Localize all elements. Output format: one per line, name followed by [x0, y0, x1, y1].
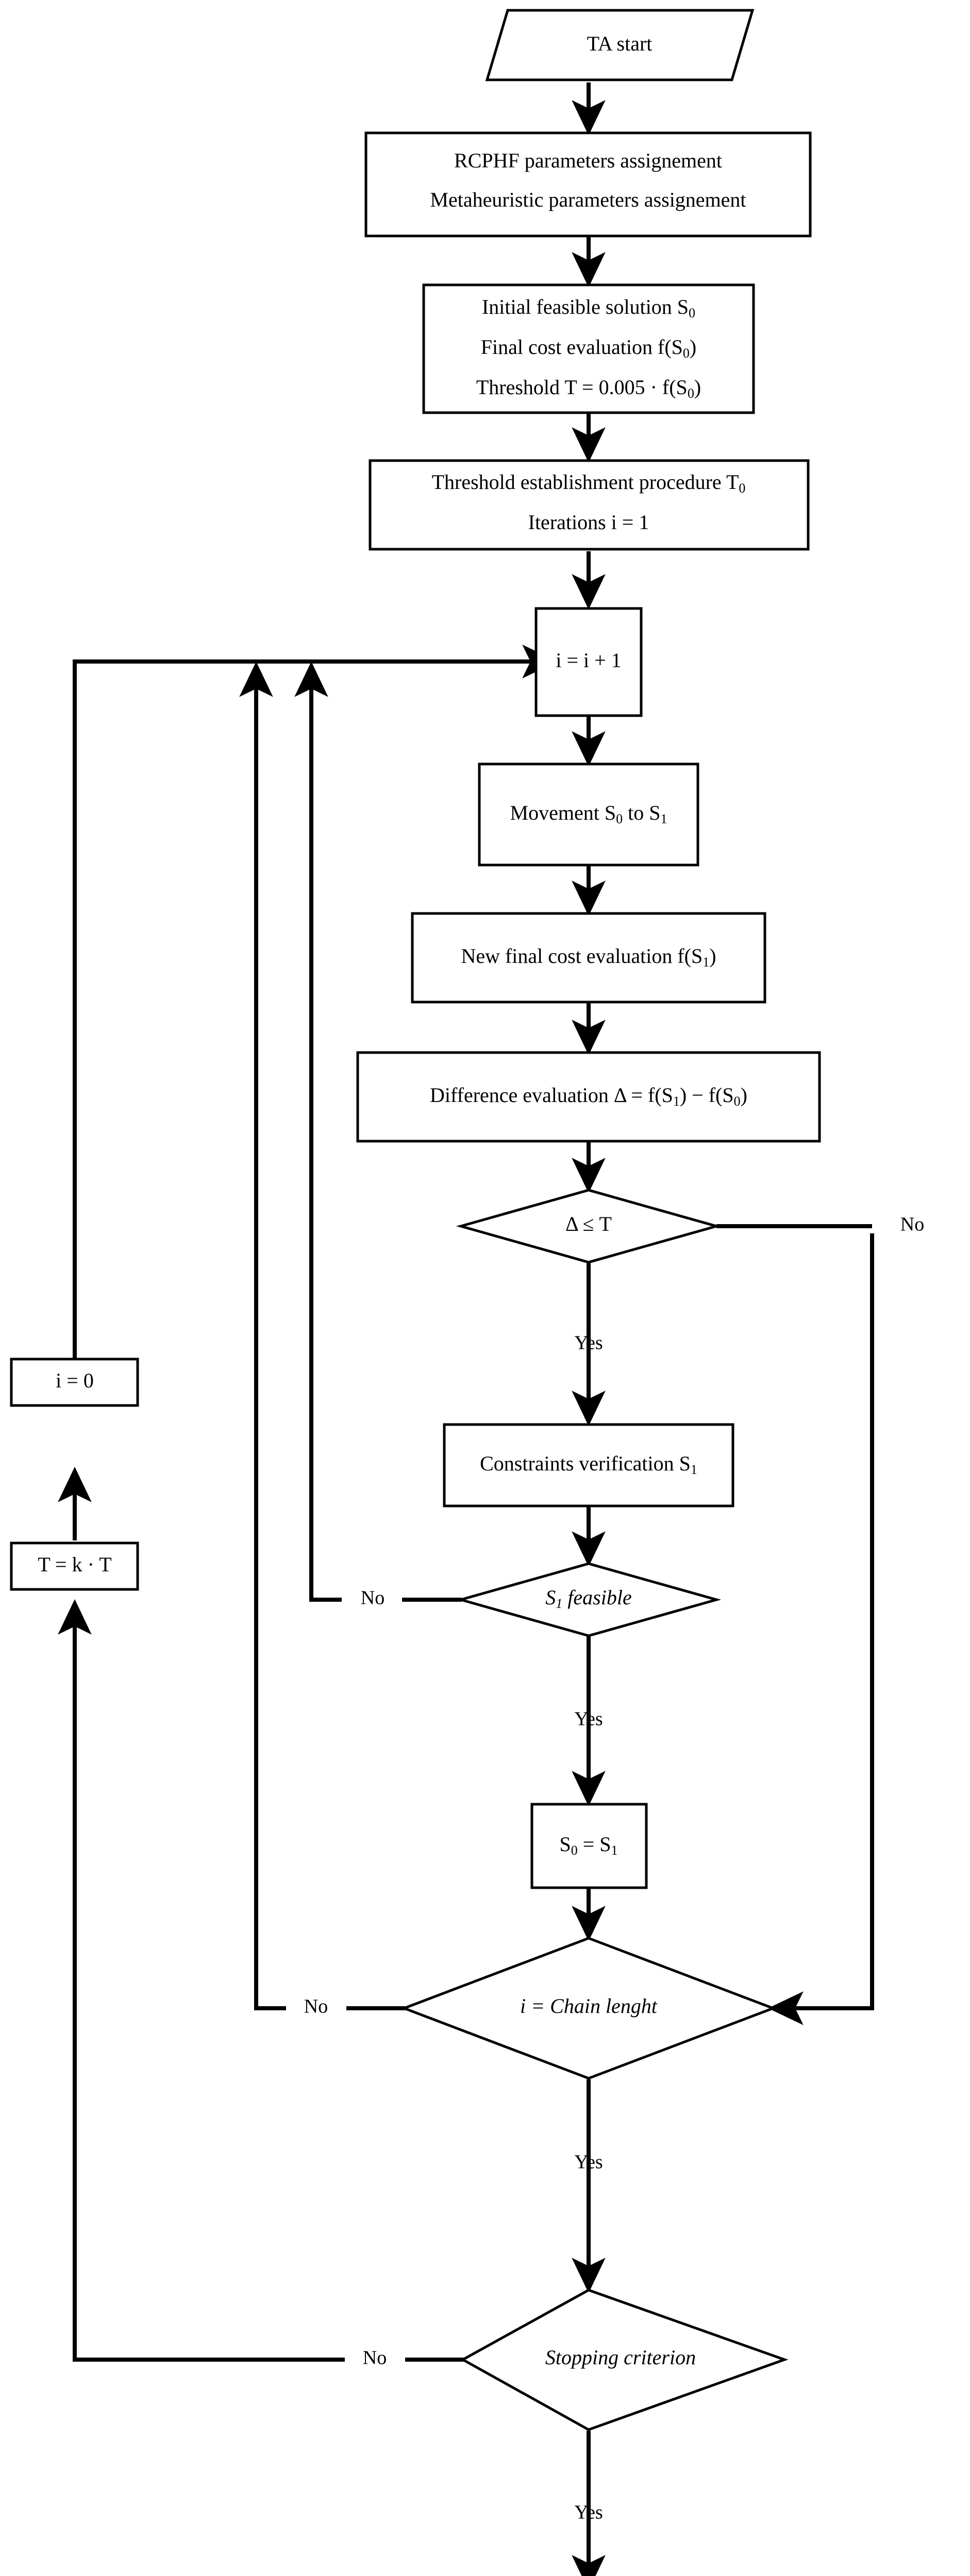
- label-delta-yes: Yes: [574, 1332, 603, 1354]
- node-delta-check[interactable]: Δ ≤ T: [456, 1189, 722, 1264]
- reduce-t-shape: [10, 1541, 139, 1591]
- reset-i-label: i = 0: [56, 1369, 94, 1392]
- constraints-shape: [443, 1423, 734, 1507]
- label-chain-no: No: [304, 1996, 328, 2018]
- label-delta-no: No: [900, 1214, 924, 1235]
- edge-reseti-to-increment: [73, 645, 558, 1404]
- node-increment[interactable]: i = i + 1: [534, 607, 643, 717]
- ta-start-shape: [485, 9, 755, 81]
- node-initial-solution[interactable]: Initial feasible solution S0 Final cost …: [422, 283, 755, 414]
- node-chain-check[interactable]: i = Chain lenght: [400, 1937, 777, 2080]
- node-reduce-t[interactable]: T = k · T: [10, 1541, 139, 1591]
- stopping-check-shape: [460, 2289, 789, 2431]
- feasible-check-label: S1 feasible: [545, 1586, 631, 1611]
- feasible-check-shape: [456, 1562, 722, 1637]
- reduce-t-label: T = k · T: [38, 1553, 111, 1576]
- threshold-line1: Threshold establishment procedure T0: [432, 470, 746, 496]
- node-parameters-assignment[interactable]: RCPHF parameters assignement Metaheurist…: [364, 131, 812, 238]
- edge-deltacheck-no-down: [767, 1233, 874, 2025]
- stopping-check-label: Stopping criterion: [545, 2346, 696, 2369]
- node-reset-i[interactable]: i = 0: [10, 1358, 139, 1407]
- initial-solution-shape: [422, 283, 755, 414]
- new-cost-label: New final cost evaluation f(S1): [461, 944, 716, 970]
- difference-label: Difference evaluation Δ = f(S1) − f(S0): [430, 1083, 747, 1109]
- node-stopping-check[interactable]: Stopping criterion: [460, 2289, 789, 2431]
- node-assign[interactable]: S0 = S1: [530, 1803, 648, 1889]
- threshold-establishment-shape: [369, 459, 810, 551]
- node-threshold-establishment[interactable]: Threshold establishment procedure T0 Ite…: [369, 459, 810, 551]
- initial-solution-line2: Final cost evaluation f(S0): [481, 335, 696, 361]
- movement-label: Movement S0 to S1: [510, 801, 667, 826]
- assign-shape: [530, 1803, 648, 1889]
- node-feasible-check[interactable]: S1 feasible: [456, 1562, 722, 1637]
- chain-check-label: i = Chain lenght: [520, 1994, 658, 2018]
- node-new-cost[interactable]: New final cost evaluation f(S1): [411, 912, 766, 1004]
- label-stopping-yes: Yes: [574, 2502, 603, 2523]
- label-feasible-yes: Yes: [574, 1708, 603, 1730]
- initial-solution-line1: Initial feasible solution S0: [482, 295, 695, 320]
- label-stopping-no: No: [363, 2347, 387, 2369]
- parameters-shape: [364, 131, 812, 238]
- node-ta-start[interactable]: TA start: [485, 9, 755, 81]
- parameters-line1: RCPHF parameters assignement: [454, 149, 722, 172]
- node-constraints[interactable]: Constraints verification S1: [443, 1423, 734, 1507]
- edge-feasible-no-up: [294, 661, 342, 1602]
- ta-start-label: TA start: [587, 32, 653, 55]
- difference-shape: [356, 1051, 821, 1143]
- delta-check-label: Δ ≤ T: [565, 1212, 612, 1235]
- increment-label: i = i + 1: [556, 649, 621, 672]
- initial-solution-line3: Threshold T = 0.005 · f(S0): [476, 376, 701, 401]
- increment-shape: [534, 607, 643, 717]
- edge-stopping-no-up-to-reducet: [58, 1599, 345, 2362]
- node-difference[interactable]: Difference evaluation Δ = f(S1) − f(S0): [356, 1051, 821, 1143]
- connectors: [58, 82, 874, 2576]
- movement-shape: [478, 762, 699, 867]
- assign-label: S0 = S1: [559, 1833, 617, 1858]
- edge-chain-no-up: [239, 661, 286, 2010]
- reset-i-shape: [10, 1358, 139, 1407]
- node-movement[interactable]: Movement S0 to S1: [478, 762, 699, 867]
- delta-check-shape: [456, 1189, 722, 1264]
- label-feasible-no: No: [361, 1587, 384, 1609]
- constraints-label: Constraints verification S1: [480, 1452, 697, 1477]
- chain-check-shape: [400, 1937, 777, 2080]
- threshold-line2: Iterations i = 1: [528, 511, 649, 534]
- new-cost-shape: [411, 912, 766, 1004]
- label-chain-yes: Yes: [574, 2151, 603, 2173]
- parameters-line2: Metaheuristic parameters assignement: [430, 188, 746, 211]
